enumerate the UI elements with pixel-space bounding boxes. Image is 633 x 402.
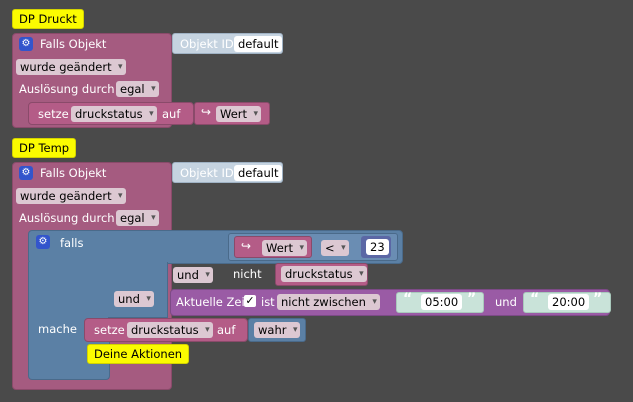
- and-dropdown-2[interactable]: und: [114, 291, 154, 307]
- object-id-label: Objekt ID: [180, 166, 234, 180]
- value-dropdown[interactable]: Wert: [216, 106, 262, 122]
- quote-icon: ”: [467, 291, 477, 307]
- set-label: setze: [38, 107, 69, 121]
- trigger-by-label: Auslösung durch: [19, 82, 115, 96]
- logic-block: [108, 262, 168, 318]
- do-label: mache: [38, 322, 77, 336]
- object-id-field[interactable]: default: [234, 165, 283, 181]
- time-label: Aktuelle Zeit: [176, 295, 250, 309]
- comment-dp-temp[interactable]: DP Temp: [12, 138, 77, 158]
- trigger-by-label: Auslösung durch: [19, 211, 115, 225]
- gear-icon[interactable]: ⚙: [19, 37, 33, 51]
- return-arrow-icon: ↪: [201, 105, 212, 119]
- event-dropdown[interactable]: wurde geändert: [16, 59, 126, 75]
- time-start-field[interactable]: 05:00: [421, 294, 463, 310]
- quote-icon: “: [530, 291, 540, 307]
- not-variable-dropdown[interactable]: druckstatus: [281, 266, 367, 282]
- and-label: und: [495, 295, 517, 309]
- object-id-label: Objekt ID: [180, 37, 234, 51]
- set-label: setze: [94, 323, 125, 337]
- not-label: nicht: [233, 267, 262, 281]
- return-arrow-icon: ↪: [241, 239, 252, 253]
- object-id-field[interactable]: default: [234, 36, 283, 52]
- boolean-dropdown[interactable]: wahr: [254, 322, 301, 338]
- trigger-label: Falls Objekt: [40, 37, 107, 51]
- quote-icon: ”: [593, 291, 603, 307]
- trigger-by-dropdown[interactable]: egal: [116, 81, 159, 97]
- time-end-field[interactable]: 20:00: [548, 294, 590, 310]
- trigger-label: Falls Objekt: [40, 166, 107, 180]
- number-field[interactable]: 23: [366, 239, 389, 255]
- operator-dropdown[interactable]: <: [321, 240, 349, 256]
- gear-icon[interactable]: ⚙: [36, 235, 50, 249]
- to-label: auf: [162, 107, 181, 121]
- and-dropdown-1[interactable]: und: [173, 267, 213, 283]
- quote-icon: “: [403, 291, 413, 307]
- checkbox-icon[interactable]: ✓: [244, 294, 256, 307]
- set-variable-dropdown[interactable]: druckstatus: [71, 106, 157, 122]
- value-dropdown[interactable]: Wert: [262, 240, 308, 256]
- set-variable-dropdown[interactable]: druckstatus: [127, 322, 213, 338]
- time-operator-dropdown[interactable]: nicht zwischen: [277, 294, 380, 310]
- trigger-by-dropdown[interactable]: egal: [116, 210, 159, 226]
- event-dropdown[interactable]: wurde geändert: [16, 188, 126, 204]
- is-label: ist: [261, 295, 275, 309]
- if-label: falls: [60, 236, 84, 250]
- comment-actions[interactable]: Deine Aktionen: [87, 344, 190, 364]
- to-label: auf: [217, 323, 236, 337]
- gear-icon[interactable]: ⚙: [19, 166, 33, 180]
- comment-dp-druckt[interactable]: DP Druckt: [12, 9, 84, 29]
